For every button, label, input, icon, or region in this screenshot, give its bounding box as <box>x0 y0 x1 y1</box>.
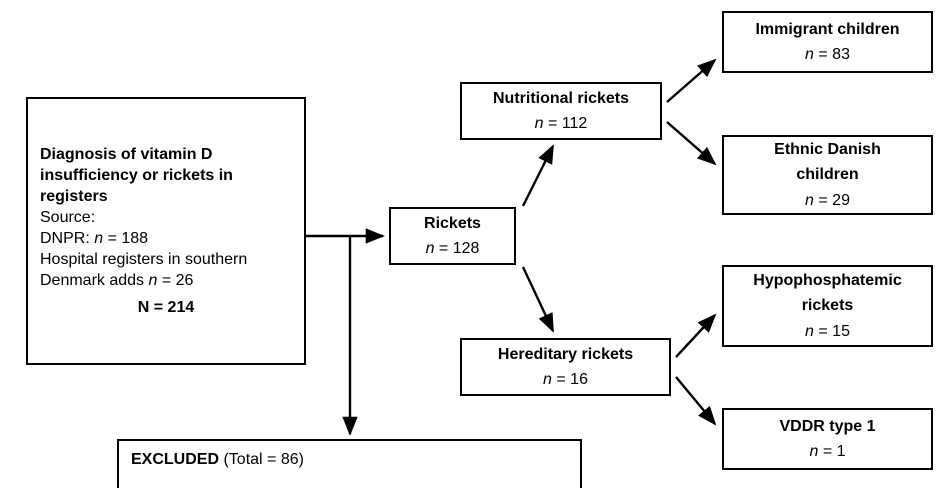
source-line-2: insufficiency or rickets in <box>40 166 233 184</box>
hypophosphatemic-label-2: rickets <box>801 297 854 315</box>
node-rickets: Rickets n = 128 <box>389 207 516 265</box>
immigrant-count: n = 83 <box>805 46 850 63</box>
arrow-rickets-to-hereditary <box>521 266 555 333</box>
ethnic-danish-label-1: Ethnic Danish <box>774 141 881 159</box>
vddr-count: n = 1 <box>809 443 846 460</box>
node-vddr-type-1: VDDR type 1 n = 1 <box>722 408 933 470</box>
ethnic-danish-count: n = 29 <box>805 191 850 209</box>
arrow-nutritional-to-immigrant <box>666 58 717 103</box>
node-excluded: EXCLUDED (Total = 86) <box>117 439 582 488</box>
node-source: Diagnosis of vitamin D insufficiency or … <box>26 97 306 365</box>
hereditary-label: Hereditary rickets <box>497 345 634 363</box>
nutritional-label: Nutritional rickets <box>492 89 630 107</box>
immigrant-label: Immigrant children <box>755 20 900 38</box>
hypophosphatemic-count: n = 15 <box>805 322 850 340</box>
node-nutritional-rickets: Nutritional rickets n = 112 <box>460 82 662 140</box>
rickets-label: Rickets <box>424 214 481 232</box>
node-hypophosphatemic-rickets: Hypophosphatemic rickets n = 15 <box>722 265 933 347</box>
source-line-3: registers <box>40 187 108 205</box>
arrow-rickets-to-nutritional <box>521 144 555 207</box>
node-immigrant-children: Immigrant children n = 83 <box>722 11 933 73</box>
hypophosphatemic-label-1: Hypophosphatemic <box>753 272 902 290</box>
nutritional-count: n = 112 <box>534 115 588 132</box>
rickets-count: n = 128 <box>425 240 480 257</box>
source-line-7: Denmark adds n = 26 <box>40 272 194 290</box>
node-hereditary-rickets: Hereditary rickets n = 16 <box>460 338 671 396</box>
source-line-6: Hospital registers in southern <box>40 251 248 269</box>
vddr-label: VDDR type 1 <box>779 417 876 435</box>
arrow-hereditary-to-vddr <box>675 376 717 426</box>
arrow-nutritional-to-ethnic-danish <box>666 121 717 166</box>
source-line-1: Diagnosis of vitamin D <box>40 145 213 163</box>
source-line-8: N = 214 <box>137 299 195 317</box>
node-ethnic-danish-children: Ethnic Danish children n = 29 <box>722 135 933 215</box>
hereditary-count: n = 16 <box>543 371 588 388</box>
source-line-5: DNPR: n = 188 <box>40 230 149 247</box>
source-line-4: Source: <box>40 208 96 226</box>
excluded-label: EXCLUDED (Total = 86) <box>131 451 304 468</box>
arrow-hereditary-to-hypophosphatemic <box>675 313 717 358</box>
ethnic-danish-label-2: children <box>796 166 859 184</box>
